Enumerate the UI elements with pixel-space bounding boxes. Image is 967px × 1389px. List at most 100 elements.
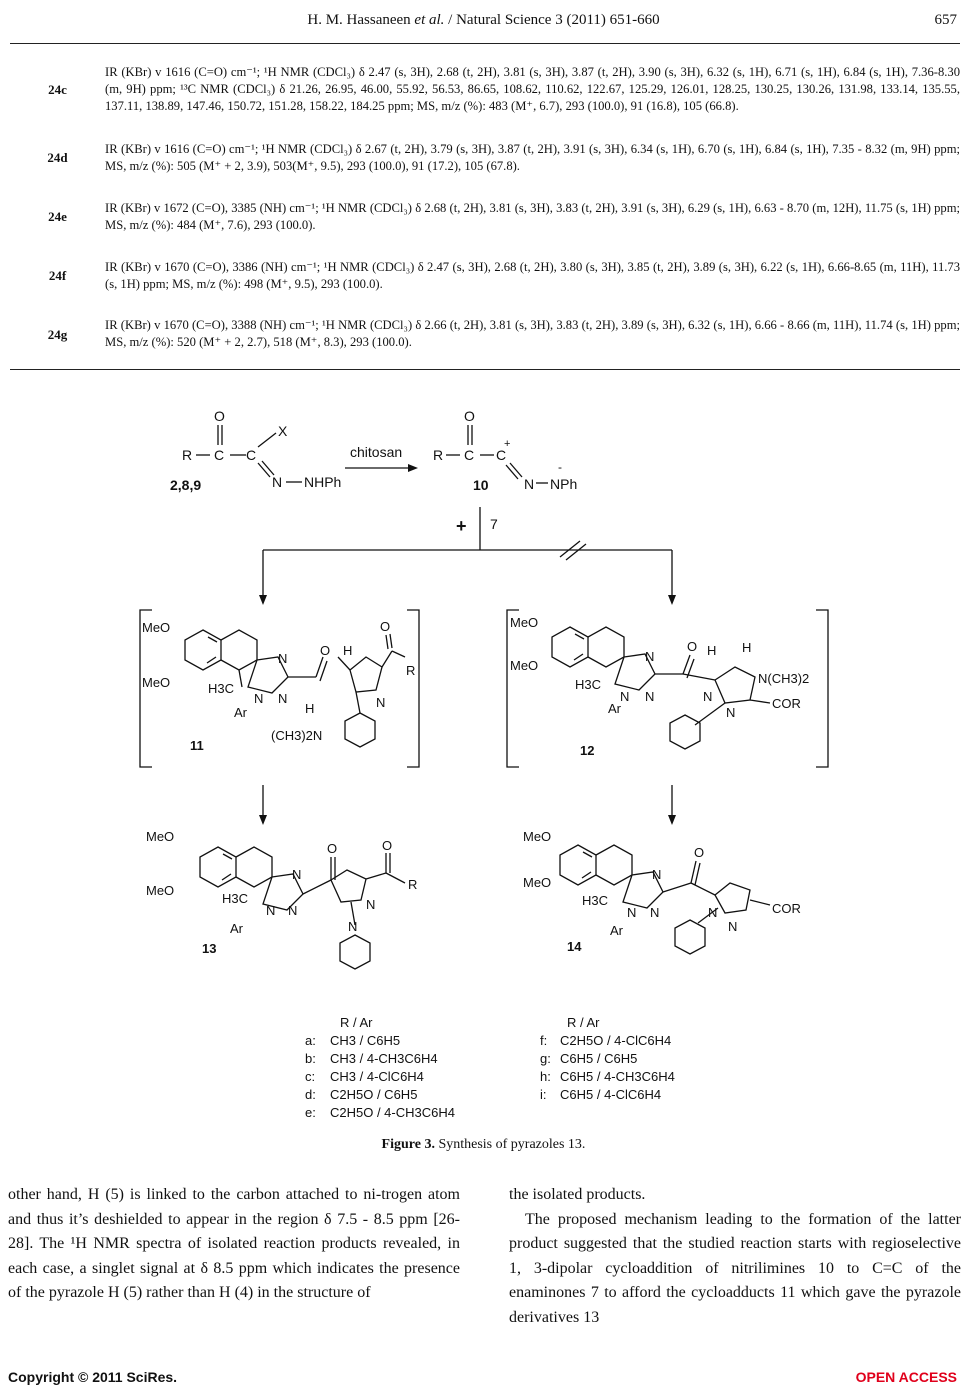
spectral-data: IR (KBr) v 1672 (C=O), 3385 (NH) cm⁻¹; ¹… [105, 200, 960, 232]
table-top-rule [10, 43, 960, 44]
atom-N: N [703, 689, 712, 704]
spectral-data: IR (KBr) v 1616 (C=O) cm⁻¹; ¹H NMR (CDCl… [105, 141, 960, 173]
body-column-left: other hand, H (5) is linked to the carbo… [8, 1183, 460, 1306]
dimethylamino-label: N(CH3)2 [758, 671, 809, 686]
reagent-label: chitosan [350, 444, 402, 460]
atom-N: N [254, 691, 263, 706]
legend-value: CH3 / 4-CH3C6H4 [330, 1051, 438, 1066]
methoxy-label: MeO [142, 620, 170, 635]
paragraph: the isolated products. [509, 1186, 646, 1203]
methyl-label: H3C [208, 681, 234, 696]
compound-label-10: 10 [473, 477, 489, 493]
table-row: 24c IR (KBr) v 1616 (C=O) cm⁻¹; ¹H NMR (… [10, 50, 960, 128]
methoxy-label: MeO [510, 615, 538, 630]
acyl-label: COR [772, 901, 801, 916]
charge-minus: - [558, 460, 562, 474]
atom-O: O [464, 408, 475, 424]
atom-H: H [343, 643, 352, 658]
atom-N: N [652, 867, 661, 882]
legend-key: i: [540, 1087, 547, 1102]
legend-value: C2H5O / 4-CH3C6H4 [330, 1105, 455, 1120]
compound-label-11: 11 [190, 738, 204, 753]
atom-C: C [246, 447, 256, 463]
paragraph: The proposed mechanism leading to the fo… [509, 1210, 961, 1326]
atom-N: N [376, 695, 385, 710]
methyl-label: H3C [575, 677, 601, 692]
atom-C: C [464, 447, 474, 463]
atom-R: R [406, 663, 415, 678]
spectral-data: IR (KBr) v 1670 (C=O), 3388 (NH) cm⁻¹; ¹… [105, 318, 960, 349]
atom-H: H [707, 643, 716, 658]
atom-O: O [380, 619, 390, 634]
legend-title: R / Ar [567, 1015, 600, 1030]
table-row: 24f IR (KBr) v 1670 (C=O), 3386 (NH) cm⁻… [10, 246, 960, 305]
caption-text: Synthesis of pyrazoles 13. [434, 1137, 586, 1152]
arrowhead [259, 815, 267, 825]
methoxy-label: MeO [510, 658, 538, 673]
reaction-scheme: O R C C X N NHPh 2,8,9 chitosan O R C C … [139, 408, 829, 1120]
methoxy-label: MeO [523, 829, 551, 844]
spectral-data-table: 24c IR (KBr) v 1616 (C=O) cm⁻¹; ¹H NMR (… [10, 50, 960, 363]
atom-O: O [214, 408, 225, 424]
methoxy-label: MeO [142, 675, 170, 690]
product-14: MeO MeO H3C N N N Ar O N N COR 14 [523, 829, 801, 955]
atom-N: N [620, 689, 629, 704]
reaction-scheme-figure: O R C C X N NHPh 2,8,9 chitosan O R C C … [130, 395, 830, 1125]
dimethylamino-label: (CH3)2N [271, 728, 322, 743]
compound-label-start: 2,8,9 [170, 477, 201, 493]
atom-H: H [742, 640, 751, 655]
caption-label: Figure 3. [381, 1137, 435, 1152]
compound-id: 24f [48, 268, 67, 283]
atom-NPh: NPh [550, 476, 577, 492]
atom-N: N [726, 705, 735, 720]
aryl-label: Ar [608, 701, 622, 716]
legend-key: a: [305, 1033, 316, 1048]
legend-value: C6H5 / 4-ClC6H4 [560, 1087, 661, 1102]
compound-id: 24e [48, 209, 67, 224]
spectral-data: IR (KBr) v 1670 (C=O), 3386 (NH) cm⁻¹; ¹… [105, 259, 960, 291]
disallowed-mark [559, 540, 581, 558]
compound-label-14: 14 [567, 939, 582, 954]
running-header: H. M. Hassaneen et al. / Natural Science… [0, 8, 967, 34]
compound-id: 24c [48, 81, 67, 97]
atom-O: O [327, 841, 337, 856]
atom-N: N [708, 905, 717, 920]
atom-C: C [496, 447, 506, 463]
legend-key: c: [305, 1069, 315, 1084]
atom-X: X [278, 423, 288, 439]
atom-O: O [382, 838, 392, 853]
atom-N: N [266, 903, 275, 918]
legend-value: C2H5O / 4-ClC6H4 [560, 1033, 671, 1048]
citation-etal: et al. [414, 12, 445, 28]
citation-authors: H. M. Hassaneen [307, 12, 415, 28]
atom-N: N [272, 474, 282, 490]
table-row: 24d IR (KBr) v 1616 (C=O) cm⁻¹; ¹H NMR (… [10, 128, 960, 187]
acyl-label: COR [772, 696, 801, 711]
atom-R: R [408, 877, 417, 892]
legend-value: CH3 / 4-ClC6H4 [330, 1069, 424, 1084]
table-row: 24e IR (KBr) v 1672 (C=O), 3385 (NH) cm⁻… [10, 187, 960, 246]
atom-N: N [728, 919, 737, 934]
atom-N: N [645, 689, 654, 704]
atom-N: N [524, 476, 534, 492]
methyl-label: H3C [222, 891, 248, 906]
figure-caption: Figure 3. Synthesis of pyrazoles 13. [0, 1137, 967, 1153]
intermediate-12: MeO MeO H3C N N N Ar O H H N(CH3)2 N N C… [506, 609, 829, 768]
page-footer: Copyright © 2011 SciRes. OPEN ACCESS [0, 1369, 967, 1389]
methoxy-label: MeO [146, 883, 174, 898]
plus-sign: + [456, 516, 467, 536]
methyl-label: H3C [582, 893, 608, 908]
legend-title: R / Ar [340, 1015, 373, 1030]
atom-N: N [278, 651, 287, 666]
atom-N: N [288, 903, 297, 918]
legend-key: g: [540, 1051, 551, 1066]
nitrilimine-structure: O R C C + N - NPh 10 [433, 408, 577, 493]
compound-id: 24d [47, 150, 68, 165]
product-13: MeO MeO H3C N N N Ar O O R N N 13 [146, 829, 417, 970]
atom-N: N [292, 867, 301, 882]
atom-N: N [645, 649, 654, 664]
paragraph: other hand, H (5) is linked to the carbo… [8, 1186, 460, 1302]
arrowhead [259, 595, 267, 605]
legend-key: h: [540, 1069, 551, 1084]
atom-R: R [433, 447, 443, 463]
